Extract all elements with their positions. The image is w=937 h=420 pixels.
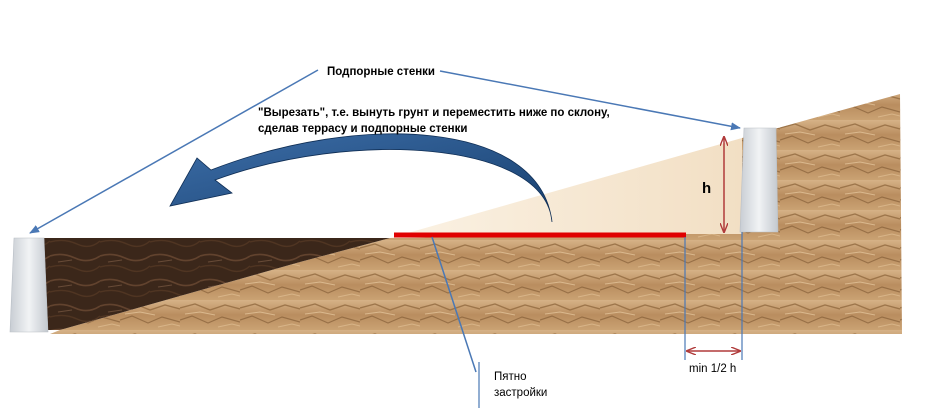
h-label: h (702, 180, 712, 197)
backfill-soil (44, 238, 390, 330)
left-retaining-wall (9, 237, 49, 333)
building-spot-label-line-1: Пятно (494, 371, 527, 383)
min-half-h-label: min 1/2 h (689, 363, 737, 375)
leader-line-right-wall (439, 70, 741, 131)
cut-instruction-line-1: "Вырезать", т.е. вынуть грунт и перемест… (258, 107, 610, 119)
move-soil-arrow (169, 133, 553, 223)
soil-slope (50, 94, 902, 334)
cut-instruction-line-2: сделав террасу и подпорные стенки (258, 123, 468, 135)
building-spot-label-line-2: застройки (494, 387, 548, 399)
cut-wedge (390, 138, 742, 238)
leader-line-building-spot (431, 236, 477, 373)
retaining-walls-label: Подпорные стенки (327, 66, 435, 78)
leader-line-left-wall (29, 69, 319, 234)
right-retaining-wall (739, 127, 779, 233)
